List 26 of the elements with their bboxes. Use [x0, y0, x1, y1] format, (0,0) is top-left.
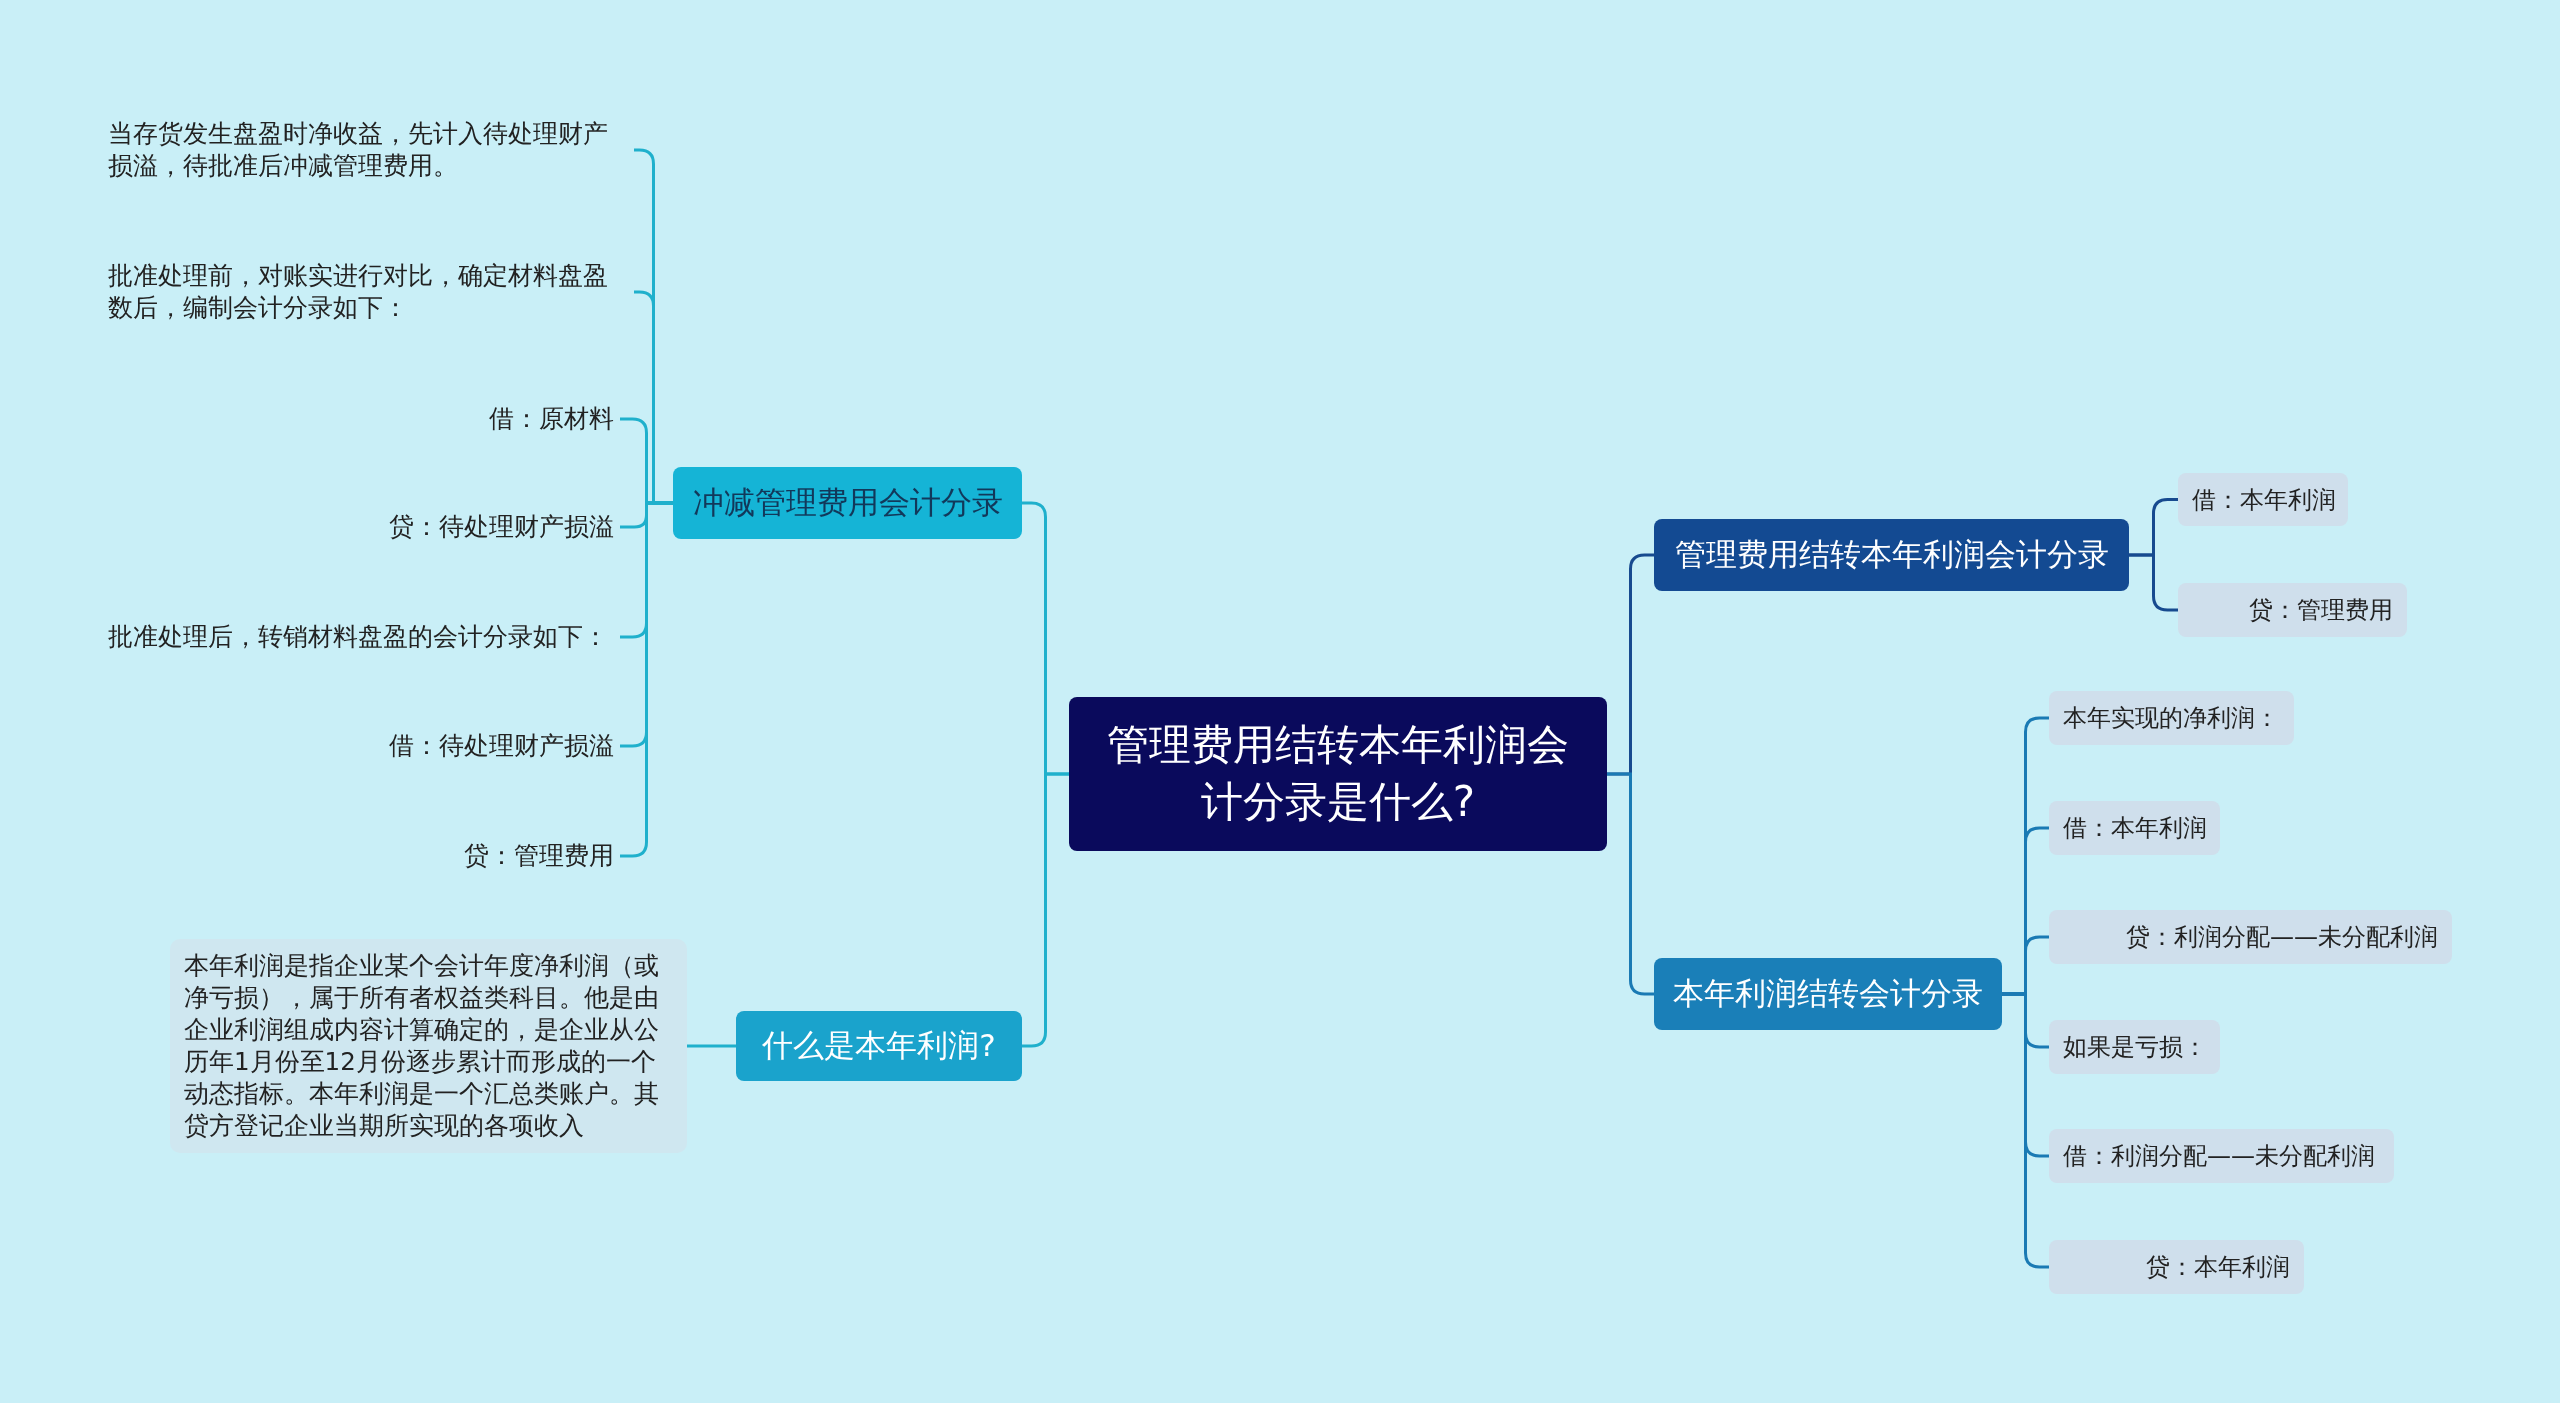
leaf-box: 借：本年利润 [2178, 473, 2348, 526]
topic-box: 冲减管理费用会计分录 [673, 467, 1022, 539]
leaf-box: 借：利润分配——未分配利润 [2049, 1129, 2394, 1183]
leaf-box: 借：本年利润 [2049, 801, 2220, 855]
note-box: 本年利润是指企业某个会计年度净利润（或净亏损），属于所有者权益类科目。他是由企业利润组成内容计算确定的，是企业从公历年1月份至12月份逐步累计而形成的一个动态指标。本年利润是一个汇总类账户。其贷方登记企业当期所实现的各项收入 [170, 939, 687, 1153]
leaf-box: 贷：利润分配——未分配利润 [2049, 910, 2452, 964]
leaf-text: 批准处理前，对账实进行对比，确定材料盘盈数后，编制会计分录如下： [108, 257, 628, 327]
leaf-box: 贷：本年利润 [2049, 1240, 2304, 1294]
leaf-text: 借：待处理财产损溢 [108, 727, 614, 765]
connector-line [2129, 553, 2178, 612]
leaf-text: 贷：管理费用 [108, 837, 614, 875]
leaf-text: 借：原材料 [108, 400, 614, 438]
connector-line [1022, 772, 1069, 1048]
topic-box: 本年利润结转会计分录 [1654, 958, 2002, 1030]
topic-box: 什么是本年利润? [736, 1011, 1022, 1081]
connector-line [2002, 992, 2049, 1269]
central-topic-box: 管理费用结转本年利润会计分录是什么? [1069, 697, 1607, 851]
leaf-text: 批准处理后，转销材料盘盈的会计分录如下： [108, 618, 614, 656]
topic-box: 管理费用结转本年利润会计分录 [1654, 519, 2129, 591]
leaf-box: 贷：管理费用 [2178, 583, 2407, 637]
leaf-box: 如果是亏损： [2049, 1020, 2220, 1074]
connector-line [687, 1044, 736, 1048]
leaf-text: 当存货发生盘盈时净收益，先计入待处理财产损溢，待批准后冲减管理费用。 [108, 115, 628, 185]
leaf-box: 本年实现的净利润： [2049, 691, 2294, 745]
connector-line [1607, 772, 1654, 996]
leaf-text: 贷：待处理财产损溢 [108, 508, 614, 546]
